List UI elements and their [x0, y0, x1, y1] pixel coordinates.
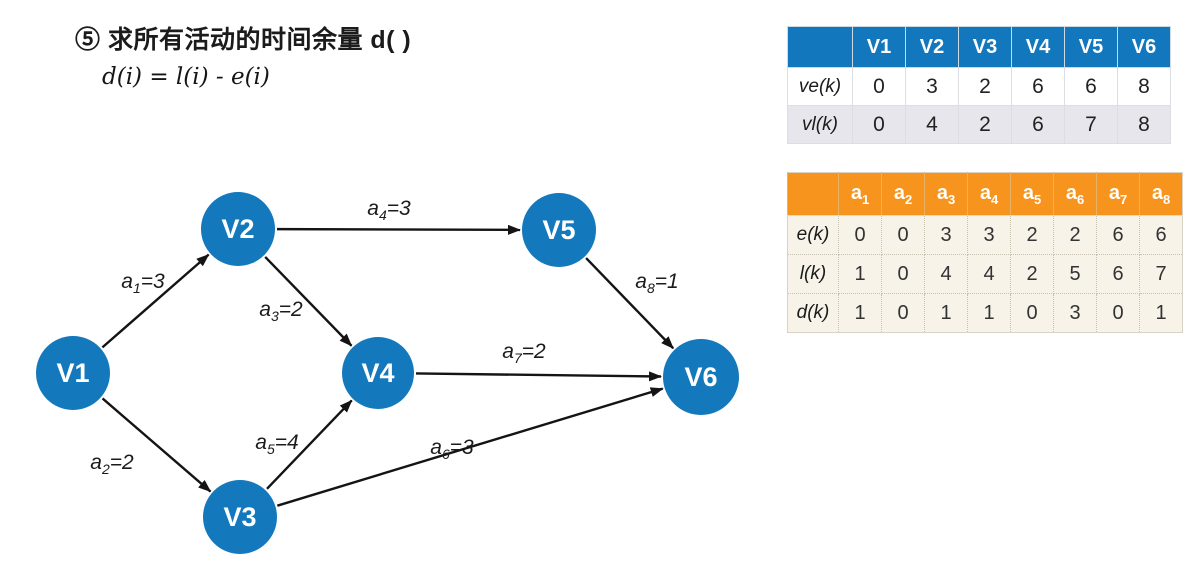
column-header: V5 [1064, 26, 1118, 68]
node-V6: V6 [663, 339, 739, 415]
slack-formula: d(i) = l(i) - e(i) [102, 64, 270, 90]
value-cell: 8 [1117, 67, 1171, 106]
column-header: a2 [881, 172, 925, 216]
value-cell: 8 [1117, 105, 1171, 144]
row-label: l(k) [787, 254, 839, 294]
column-header: V4 [1011, 26, 1065, 68]
column-header: a5 [1010, 172, 1054, 216]
value-cell: 2 [958, 67, 1012, 106]
edge-label-a2: a2=2 [90, 451, 134, 477]
column-header: a7 [1096, 172, 1140, 216]
row-label: vl(k) [787, 105, 853, 144]
value-cell: 6 [1064, 67, 1118, 106]
edge-a3: a3=2 [259, 256, 353, 347]
value-cell: 3 [924, 215, 968, 255]
value-cell: 0 [1010, 293, 1054, 333]
node-label-V4: V4 [361, 358, 394, 388]
column-header: a8 [1139, 172, 1183, 216]
value-cell: 2 [958, 105, 1012, 144]
value-cell: 5 [1053, 254, 1097, 294]
row-label: ve(k) [787, 67, 853, 106]
column-header: a1 [838, 172, 882, 216]
edge-a7: a7=2 [415, 340, 663, 382]
value-cell: 7 [1064, 105, 1118, 144]
edge-a6: a6=3 [276, 387, 664, 507]
value-cell: 0 [852, 105, 906, 144]
value-cell: 0 [1096, 293, 1140, 333]
value-cell: 0 [838, 215, 882, 255]
node-V3: V3 [203, 480, 277, 554]
value-cell: 2 [1053, 215, 1097, 255]
value-cell: 1 [838, 254, 882, 294]
node-label-V6: V6 [684, 362, 717, 392]
column-header: a6 [1053, 172, 1097, 216]
value-cell: 7 [1139, 254, 1183, 294]
value-cell: 0 [881, 293, 925, 333]
value-cell: 3 [967, 215, 1011, 255]
node-V4: V4 [342, 337, 414, 409]
node-label-V2: V2 [221, 214, 254, 244]
value-cell: 6 [1096, 215, 1140, 255]
row-label: d(k) [787, 293, 839, 333]
value-cell: 1 [967, 293, 1011, 333]
value-cell: 4 [905, 105, 959, 144]
edge-a4: a4=3 [276, 197, 522, 235]
edge-label-a5: a5=4 [255, 431, 298, 457]
edge-label-a4: a4=3 [367, 197, 411, 223]
value-cell: 2 [1010, 215, 1054, 255]
node-V5: V5 [522, 193, 596, 267]
node-V1: V1 [36, 336, 110, 410]
value-cell: 6 [1096, 254, 1140, 294]
node-V2: V2 [201, 192, 275, 266]
value-cell: 3 [1053, 293, 1097, 333]
value-cell: 1 [1139, 293, 1183, 333]
node-label-V1: V1 [56, 358, 89, 388]
edge-a5: a5=4 [255, 399, 353, 490]
node-label-V3: V3 [223, 502, 256, 532]
value-cell: 6 [1011, 67, 1065, 106]
value-cell: 1 [924, 293, 968, 333]
edge-label-a7: a7=2 [502, 340, 546, 366]
corner-header-cell [787, 26, 853, 68]
page-title: ⑤ 求所有活动的时间余量 d( ) [75, 26, 412, 54]
corner-header-cell [787, 172, 839, 216]
column-header: V3 [958, 26, 1012, 68]
edge-a1: a1=3 [101, 253, 210, 349]
value-cell: 0 [852, 67, 906, 106]
row-label: e(k) [787, 215, 839, 255]
value-cell: 0 [881, 254, 925, 294]
edge-a2: a2=2 [90, 397, 212, 493]
column-header: a4 [967, 172, 1011, 216]
edge-label-a6: a6=3 [430, 436, 474, 462]
value-cell: 4 [924, 254, 968, 294]
value-cell: 2 [1010, 254, 1054, 294]
edge-label-a3: a3=2 [259, 298, 303, 324]
node-label-V5: V5 [542, 215, 575, 245]
edge-a8: a8=1 [585, 257, 679, 350]
value-cell: 1 [838, 293, 882, 333]
edge-label-a8: a8=1 [635, 270, 678, 296]
value-cell: 3 [905, 67, 959, 106]
column-header: V2 [905, 26, 959, 68]
column-header: V1 [852, 26, 906, 68]
column-header: a3 [924, 172, 968, 216]
value-cell: 6 [1011, 105, 1065, 144]
column-header: V6 [1117, 26, 1171, 68]
value-cell: 0 [881, 215, 925, 255]
edge-label-a1: a1=3 [121, 270, 165, 296]
value-cell: 6 [1139, 215, 1183, 255]
value-cell: 4 [967, 254, 1011, 294]
